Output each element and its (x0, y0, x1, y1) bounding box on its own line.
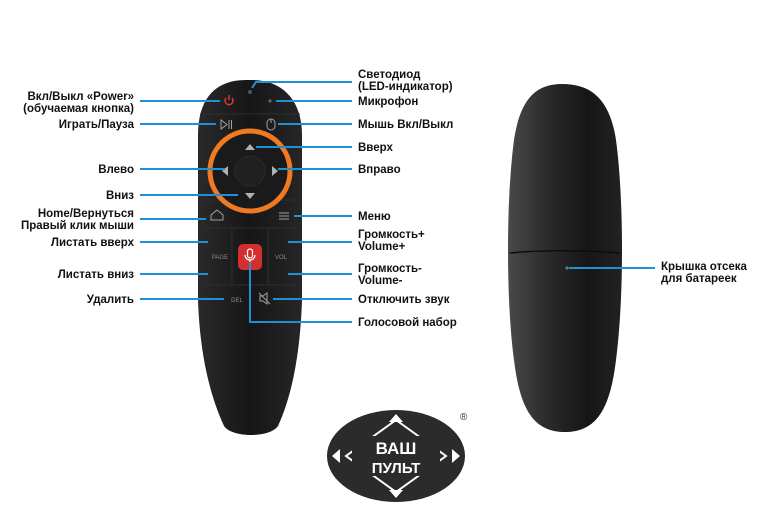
label-power-line1: Вкл/Выкл «Power» (27, 91, 134, 103)
menu-icon (279, 212, 289, 220)
logo-down-arrow-icon (389, 490, 403, 498)
back-labels: Крышка отсека для батареек (661, 261, 748, 285)
label-mute: Отключить звук (358, 294, 450, 306)
label-up: Вверх (358, 142, 393, 154)
mouse-toggle-button[interactable] (266, 118, 276, 131)
page-button-label[interactable]: PAGE (212, 255, 228, 261)
del-button-label[interactable]: DEL (231, 298, 243, 304)
logo-text-band (352, 436, 440, 476)
menu-button[interactable] (279, 212, 289, 220)
label-down: Вниз (106, 190, 134, 202)
play-pause-icon (220, 119, 232, 130)
battery-cover-seam (509, 249, 621, 254)
label-vol-up-line2: Volume+ (358, 241, 406, 253)
remote-back (508, 84, 622, 432)
label-battery-line2: для батареек (661, 273, 737, 285)
label-mic: Микрофон (358, 96, 418, 108)
d-pad (207, 128, 293, 214)
home-button[interactable] (210, 209, 224, 221)
label-led-line1: Светодиод (358, 69, 421, 81)
right-arrow-icon[interactable] (272, 166, 278, 176)
up-arrow-icon[interactable] (245, 144, 255, 150)
label-voice: Голосовой набор (358, 317, 457, 329)
label-battery-line1: Крышка отсека (661, 261, 748, 273)
label-mouse: Мышь Вкл/Выкл (358, 119, 453, 131)
label-left: Влево (98, 164, 134, 176)
logo-up-arrow-icon (389, 414, 403, 422)
remote-back-body (508, 84, 622, 432)
logo-line2: ПУЛЬТ (372, 460, 421, 477)
home-icon (210, 209, 224, 221)
ok-button[interactable] (234, 155, 266, 187)
led-indicator (248, 90, 252, 94)
label-delete: Удалить (87, 294, 134, 306)
left-labels: Вкл/Выкл «Power» (обучаемая кнопка) Игра… (21, 91, 135, 306)
play-pause-button[interactable] (220, 119, 232, 130)
label-vol-up-line1: Громкость+ (358, 229, 425, 241)
label-led-line2: (LED-индикатор) (358, 81, 453, 93)
right-labels: Светодиод (LED-индикатор) Микрофон Мышь … (358, 69, 457, 329)
power-icon (224, 95, 234, 106)
label-home-line2: Правый клик мыши (21, 220, 134, 232)
mute-icon (258, 292, 271, 305)
power-button[interactable] (224, 95, 234, 106)
label-power-line2: (обучаемая кнопка) (23, 103, 134, 115)
label-page-down: Листать вниз (58, 269, 135, 281)
left-arrow-icon[interactable] (222, 166, 228, 176)
label-page-up: Листать вверх (51, 237, 135, 249)
logo-left-arrow-icon (332, 449, 340, 463)
label-home-line1: Home/Вернуться (38, 208, 134, 220)
logo-line1: ВАШ (376, 439, 417, 458)
mute-button[interactable] (258, 292, 271, 305)
down-arrow-icon[interactable] (245, 193, 255, 199)
microphone-hole (268, 99, 272, 103)
brand-logo: ВАШ ПУЛЬТ ® (327, 410, 468, 502)
battery-cover-dot (565, 266, 569, 270)
logo-right-arrow-icon (452, 449, 460, 463)
leader-lines (140, 81, 655, 323)
label-vol-down-line2: Volume- (358, 275, 403, 287)
label-vol-down-line1: Громкость- (358, 263, 422, 275)
label-menu: Меню (358, 211, 391, 223)
mouse-icon (266, 118, 276, 131)
label-right: Вправо (358, 164, 401, 176)
remote-front: PAGE VOL DEL (198, 80, 302, 435)
vol-button-label[interactable]: VOL (275, 255, 288, 261)
logo-registered-mark: ® (460, 412, 468, 423)
label-play-pause: Играть/Пауза (59, 119, 135, 131)
voice-search-button[interactable] (238, 244, 262, 270)
